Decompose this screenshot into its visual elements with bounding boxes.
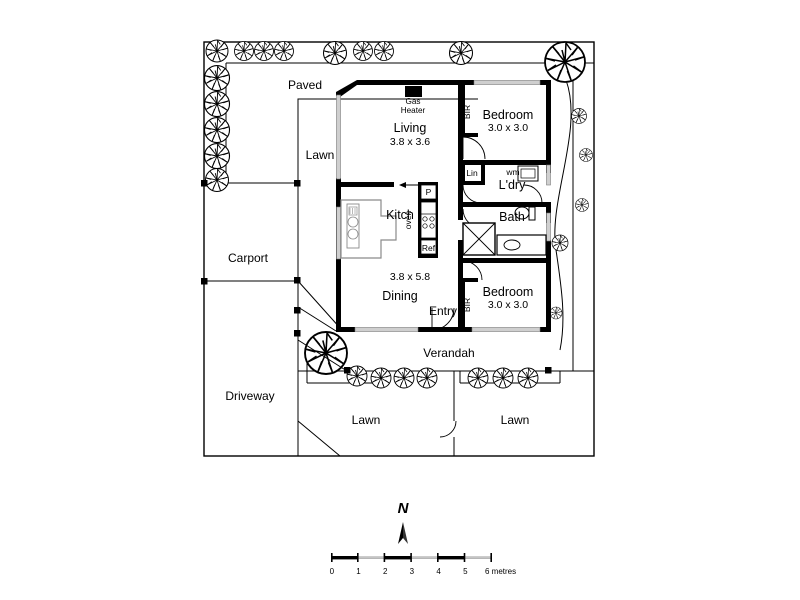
living-label: Living [394,121,427,135]
oven-label: oven [403,211,413,230]
cooktop-box [420,201,437,239]
kitchen-opening-arrow [399,182,406,188]
gas-heater-label-line1: Gas [405,97,420,106]
plan-text-labels: Gas Heater Living 3.8 x 3.6 Bedroom 3.0 … [225,78,533,427]
fridge-box [420,239,437,255]
laundry-label: L'dry [499,178,526,192]
carport-label: Carport [228,251,269,265]
verandah-label: Verandah [423,346,474,360]
scale-tick-4: 4 [436,567,441,576]
kitchen-label: Kitch [386,208,414,222]
tree-row-lower-right [467,367,539,389]
pantry-label: P [426,187,432,197]
dining-dimensions: 3.8 x 5.8 [390,271,430,283]
lawn-lower-left-label: Lawn [352,413,381,427]
bedroom1-dimensions: 3.0 x 3.0 [488,122,528,134]
entry-label: Entry [429,304,457,318]
scale-tick-5: 5 [463,567,468,576]
gas-heater-label-line2: Heater [401,106,426,115]
scale-tick-3: 3 [410,567,415,576]
bathroom-fixtures [462,206,547,256]
windows [336,80,551,332]
washing-machine-label: wm [505,167,519,177]
bedroom1-label: Bedroom [483,108,534,122]
dining-diagonal-wall [297,280,342,332]
toilet-cistern [528,206,536,221]
kitchen-fixtures [340,182,438,259]
fridge-label: Ref [422,243,436,253]
north-arrow-icon [398,522,408,544]
living-dimensions: 3.8 x 3.6 [390,136,430,148]
bir-top-label: BIR [462,105,472,119]
bedroom2-label: Bedroom [483,285,534,299]
pantry-box [420,184,437,200]
compass: N [398,500,410,544]
scale-bar: 0 1 2 3 4 5 6 metres [330,553,517,576]
garden-strip-diagonal [297,339,348,383]
tree-row-left [203,64,231,193]
lawn-lower-right-label: Lawn [501,413,530,427]
laundry-fixtures [517,165,539,182]
bath-label: Bath [499,210,525,224]
lawn-upper-label: Lawn [306,148,335,162]
gas-heater-fixture [405,86,422,97]
dining-label: Dining [382,289,417,303]
site-boundary [203,41,595,457]
driveway-label: Driveway [225,389,274,403]
scale-tick-0: 0 [330,567,335,576]
scale-tick-1: 1 [356,567,361,576]
scale-bar-ticks: 0 1 2 3 4 5 6 metres [330,567,517,576]
scale-bar-endcaps [331,553,492,562]
scale-tick-2: 2 [383,567,388,576]
bedroom2-dimensions: 3.0 x 3.0 [488,299,528,311]
paved-label: Paved [288,78,322,92]
linen-label: Lin [466,168,478,178]
bir-bottom-label: BIR [462,298,472,312]
scale-unit-label: 6 metres [485,567,516,576]
laundry-trough [517,165,539,182]
house-interior-walls [458,80,551,332]
compass-north-label: N [398,500,410,517]
fence-posts [201,180,552,374]
